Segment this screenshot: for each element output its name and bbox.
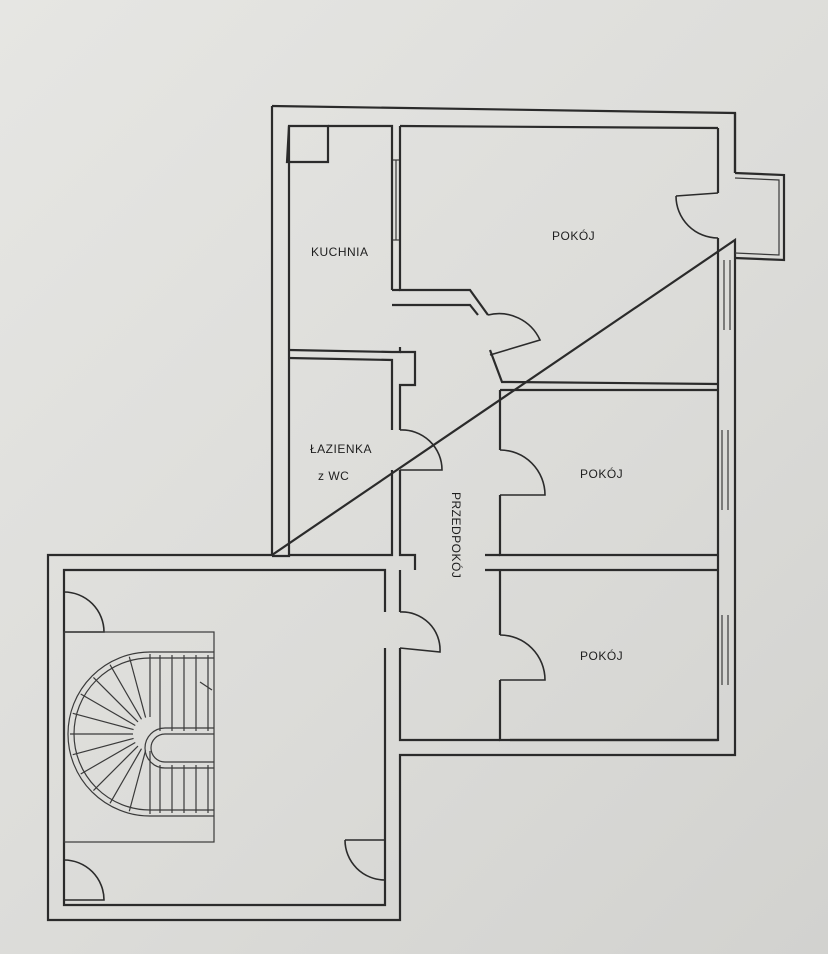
- room-top-walls: [399, 124, 731, 386]
- room-bottom-label: POKÓJ: [580, 648, 623, 663]
- stair-tread: [128, 656, 147, 718]
- stair-tread: [72, 737, 134, 756]
- stair-tread: [93, 745, 139, 791]
- stair-tread: [109, 664, 143, 720]
- kitchen-walls: [288, 124, 489, 354]
- room-middle-label: POKÓJ: [580, 466, 623, 481]
- bathroom-walls: [288, 350, 417, 570]
- hallway-label: PRZEDPOKÓJ: [449, 492, 464, 578]
- doors: [63, 192, 719, 901]
- stair-tread: [128, 750, 147, 812]
- room-top-label: POKÓJ: [552, 228, 595, 243]
- bathroom-label-line1: ŁAZIENKA: [310, 442, 372, 456]
- stair-tread: [80, 693, 136, 727]
- stair-tread: [109, 748, 143, 804]
- bathroom-label-line2: z WC: [318, 469, 349, 483]
- balcony: [734, 171, 786, 262]
- middle-room-walls: [485, 388, 729, 572]
- stair-tread: [93, 677, 139, 723]
- staircase: [63, 631, 215, 843]
- room-bottom-walls: [398, 568, 729, 742]
- kitchen-label: KUCHNIA: [311, 245, 369, 259]
- stair-tread: [72, 712, 134, 731]
- stair-tread: [80, 741, 136, 775]
